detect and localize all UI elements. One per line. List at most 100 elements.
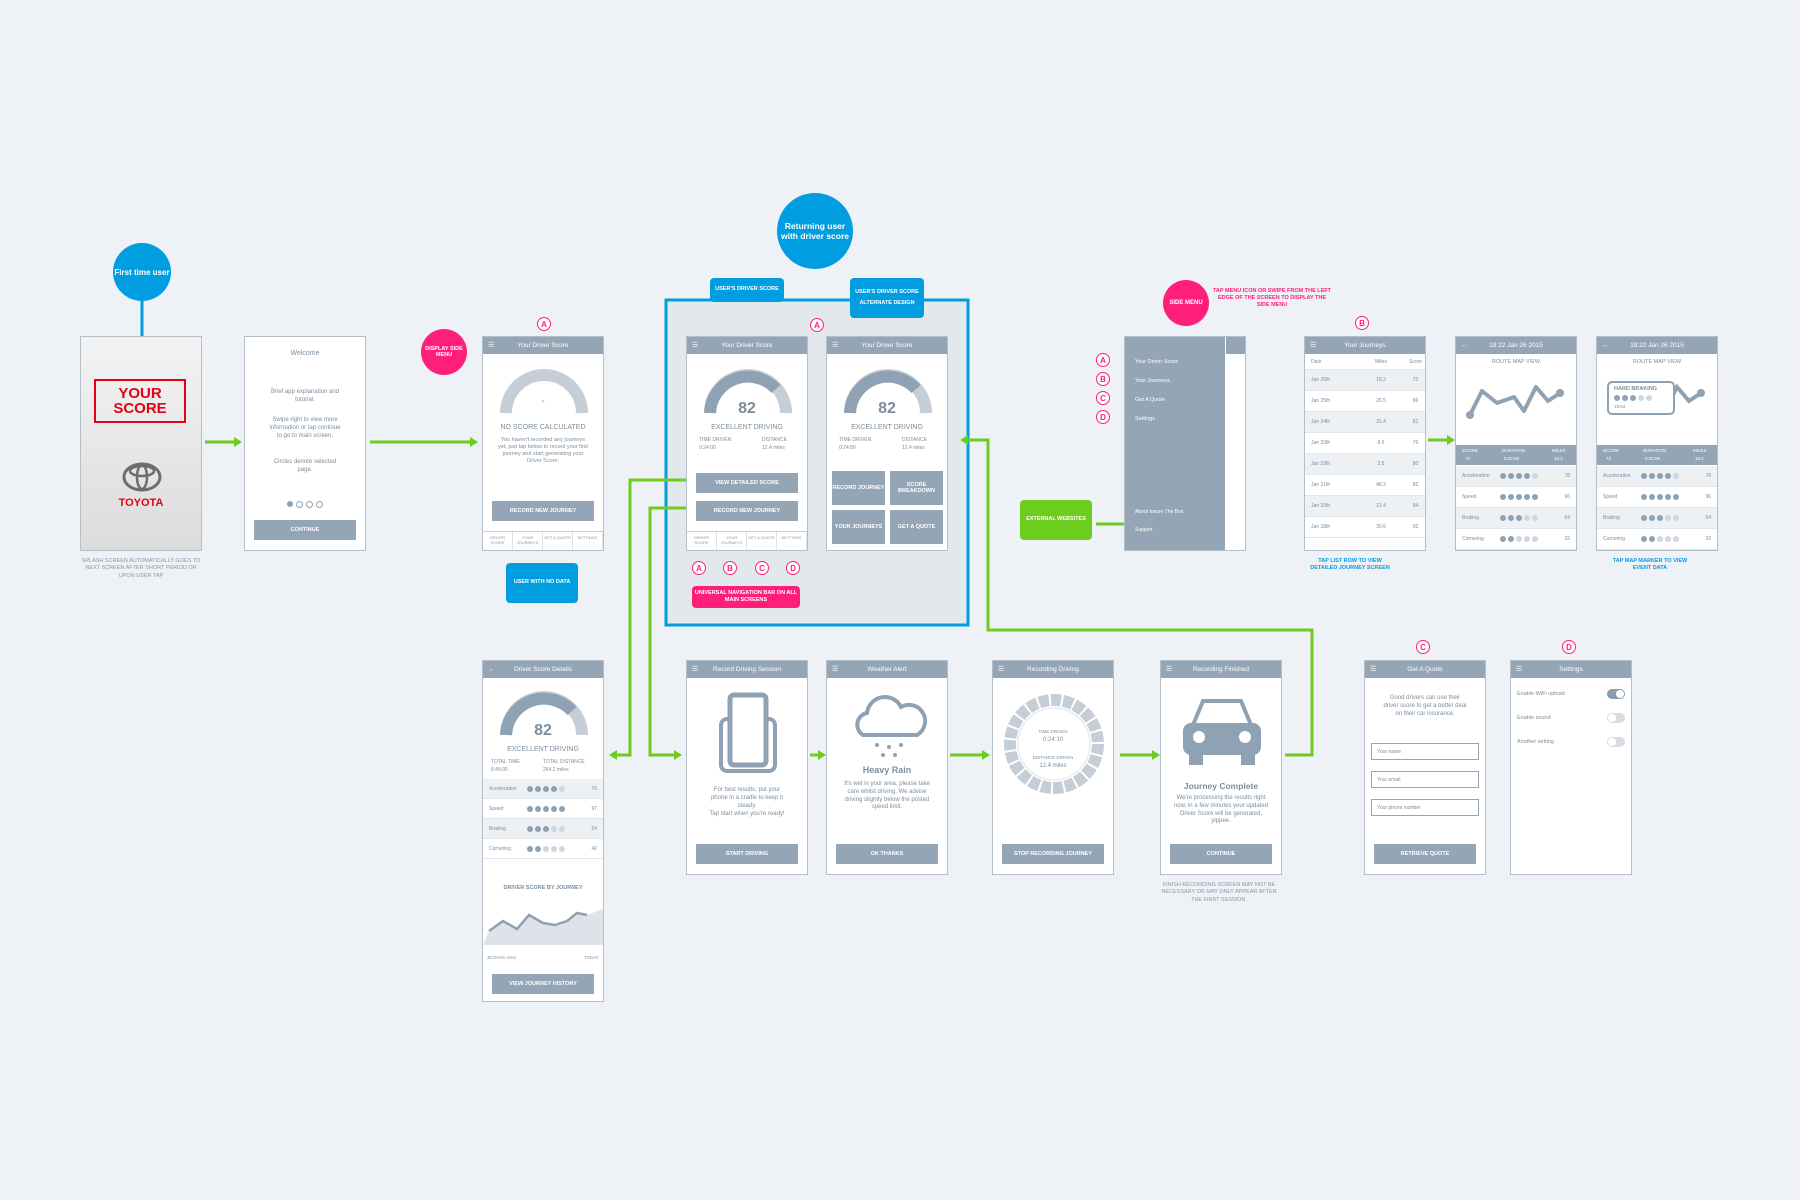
sound-toggle[interactable] xyxy=(1607,713,1625,723)
menu-icon[interactable]: ☰ xyxy=(1370,666,1377,673)
journey-date: Jan 26th xyxy=(1311,377,1331,383)
hard-braking-marker[interactable]: HARD BRAKING 19:54 xyxy=(1607,381,1675,415)
score-title: Your Driver Score xyxy=(721,342,773,349)
users-driver-score-tag: USER'S DRIVER SCORE xyxy=(710,278,784,302)
alt-time-label: TIME DRIVEN xyxy=(839,437,872,443)
nav-settings[interactable]: SETTINGS xyxy=(573,532,603,550)
nav-your-journeys[interactable]: YOUR JOURNEYS xyxy=(717,532,747,550)
marker-b-1: B xyxy=(1355,316,1369,330)
journey-score: 72 xyxy=(1412,377,1419,383)
total-dist-label: TOTAL DISTANCE xyxy=(543,759,585,765)
user-no-data-tag: USER WITH NO DATA xyxy=(506,563,578,603)
welcome-screen: Welcome Brief app explanation and tutori… xyxy=(244,336,366,551)
your-score-logo: YOUR SCORE xyxy=(94,379,186,423)
retrieve-quote-button[interactable]: RETRIEVE QUOTE xyxy=(1374,844,1476,864)
nav-driver-score[interactable]: DRIVER SCORE xyxy=(483,532,513,550)
nav-marker-c: C xyxy=(755,561,769,575)
finished-title: Recording Finished xyxy=(1192,666,1249,673)
alt-record-journey-button[interactable]: RECORD JOURNEY xyxy=(832,471,885,505)
journey-score: 92 xyxy=(1412,524,1419,530)
side-menu-about-link[interactable]: About Insure The Box xyxy=(1135,509,1184,515)
name-field[interactable]: Your name xyxy=(1371,743,1479,760)
view-detailed-score-button[interactable]: VIEW DETAILED SCORE xyxy=(696,473,798,493)
menu-icon[interactable]: ☰ xyxy=(488,342,495,349)
menu-icon[interactable]: ☰ xyxy=(832,342,839,349)
wifi-toggle[interactable] xyxy=(1607,689,1625,699)
event-header: ←19:22 Jan 26 2015 xyxy=(1597,337,1717,354)
side-menu-item-driver-score[interactable]: Your Driver Score xyxy=(1135,359,1179,365)
rec-dist: 12.4 miles xyxy=(1039,763,1067,769)
back-arrow-icon[interactable]: ← xyxy=(488,666,495,673)
nav-marker-b: B xyxy=(723,561,737,575)
rating-dots xyxy=(1500,473,1538,479)
nav-get-a-quote[interactable]: GET A QUOTE xyxy=(543,532,573,550)
metric-value: 64 xyxy=(1564,515,1570,521)
event-score: 72 xyxy=(1606,456,1612,461)
nav-driver-score[interactable]: DRIVER SCORE xyxy=(687,532,717,550)
menu-icon[interactable]: ☰ xyxy=(832,666,839,673)
continue-button[interactable]: CONTINUE xyxy=(254,520,356,540)
menu-icon[interactable]: ☰ xyxy=(1310,342,1317,349)
record-new-journey-button[interactable]: RECORD NEW JOURNEY xyxy=(696,501,798,521)
menu-icon[interactable]: ☰ xyxy=(1166,666,1173,673)
phone-field[interactable]: Your phone number xyxy=(1371,799,1479,816)
back-arrow-icon[interactable]: ← xyxy=(1602,342,1609,349)
metric-label: Braking xyxy=(489,825,506,832)
total-dist: 264.2 miles xyxy=(543,767,569,773)
menu-icon[interactable]: ☰ xyxy=(1516,666,1523,673)
journey-miles: 26.5 xyxy=(1376,398,1386,404)
stop-recording-button[interactable]: STOP RECORDING JOURNEY xyxy=(1002,844,1104,864)
peek-header xyxy=(1225,337,1245,354)
back-arrow-icon[interactable]: ← xyxy=(1461,342,1468,349)
alt-score-breakdown-button[interactable]: SCORE BREAKDOWN xyxy=(890,471,943,505)
splash-screen[interactable]: YOUR SCORE TOYOTA xyxy=(80,336,202,551)
nav-your-journeys[interactable]: YOUR JOURNEYS xyxy=(513,532,543,550)
record-new-journey-button[interactable]: RECORD NEW JOURNEY xyxy=(492,501,594,521)
menu-icon[interactable]: ☰ xyxy=(998,666,1005,673)
alt-get-quote-button[interactable]: GET A QUOTE xyxy=(890,510,943,544)
score-alt-gauge xyxy=(844,369,932,414)
finished-continue-button[interactable]: CONTINUE xyxy=(1170,844,1272,864)
route-dur: 0:32:06 xyxy=(1504,456,1520,461)
menu-icon[interactable]: ☰ xyxy=(692,342,699,349)
recording-ring xyxy=(1004,694,1104,794)
metric-label: Braking xyxy=(1603,515,1620,521)
another-toggle[interactable] xyxy=(1607,737,1625,747)
details-title: Driver Score Details xyxy=(514,666,572,673)
side-menu-item-quote[interactable]: Get A Quote xyxy=(1135,397,1165,403)
nav-get-a-quote[interactable]: GET A QUOTE xyxy=(747,532,777,550)
route-dur-label: DURATION xyxy=(1502,448,1526,453)
alt-your-journeys-button[interactable]: YOUR JOURNEYS xyxy=(832,510,885,544)
side-menu-item-settings[interactable]: Settings xyxy=(1135,416,1155,422)
menu-marker-d: D xyxy=(1096,410,1110,424)
journey-score: 79 xyxy=(1412,440,1419,446)
side-menu-item-journeys[interactable]: Your Journeys xyxy=(1135,378,1170,384)
view-journey-history-button[interactable]: VIEW JOURNEY HISTORY xyxy=(492,974,594,994)
alt-time-value: 0:24:00 xyxy=(839,445,856,451)
alt-tag-line2: ALTERNATE DESIGN xyxy=(859,300,915,306)
ok-thanks-button[interactable]: OK THANKS xyxy=(836,844,938,864)
email-field[interactable]: Your email xyxy=(1371,771,1479,788)
side-menu-support-link[interactable]: Support xyxy=(1135,527,1153,533)
rec-time-label: TIME DRIVEN xyxy=(1038,729,1068,734)
splash-note: SPLASH SCREEN AUTOMATICALLY GOES TO NEXT… xyxy=(81,558,201,579)
rating-dots xyxy=(527,845,565,852)
recording-header: ☰Recording Driving xyxy=(993,661,1113,678)
menu-icon[interactable]: ☰ xyxy=(692,666,699,673)
record-body1: For best results, put your phone in a cr… xyxy=(710,787,784,809)
nav-settings[interactable]: SETTINGS xyxy=(777,532,807,550)
details-label: EXCELLENT DRIVING xyxy=(507,746,579,753)
setting-another-label: Another setting xyxy=(1517,739,1554,745)
start-driving-button[interactable]: START DRIVING xyxy=(696,844,798,864)
